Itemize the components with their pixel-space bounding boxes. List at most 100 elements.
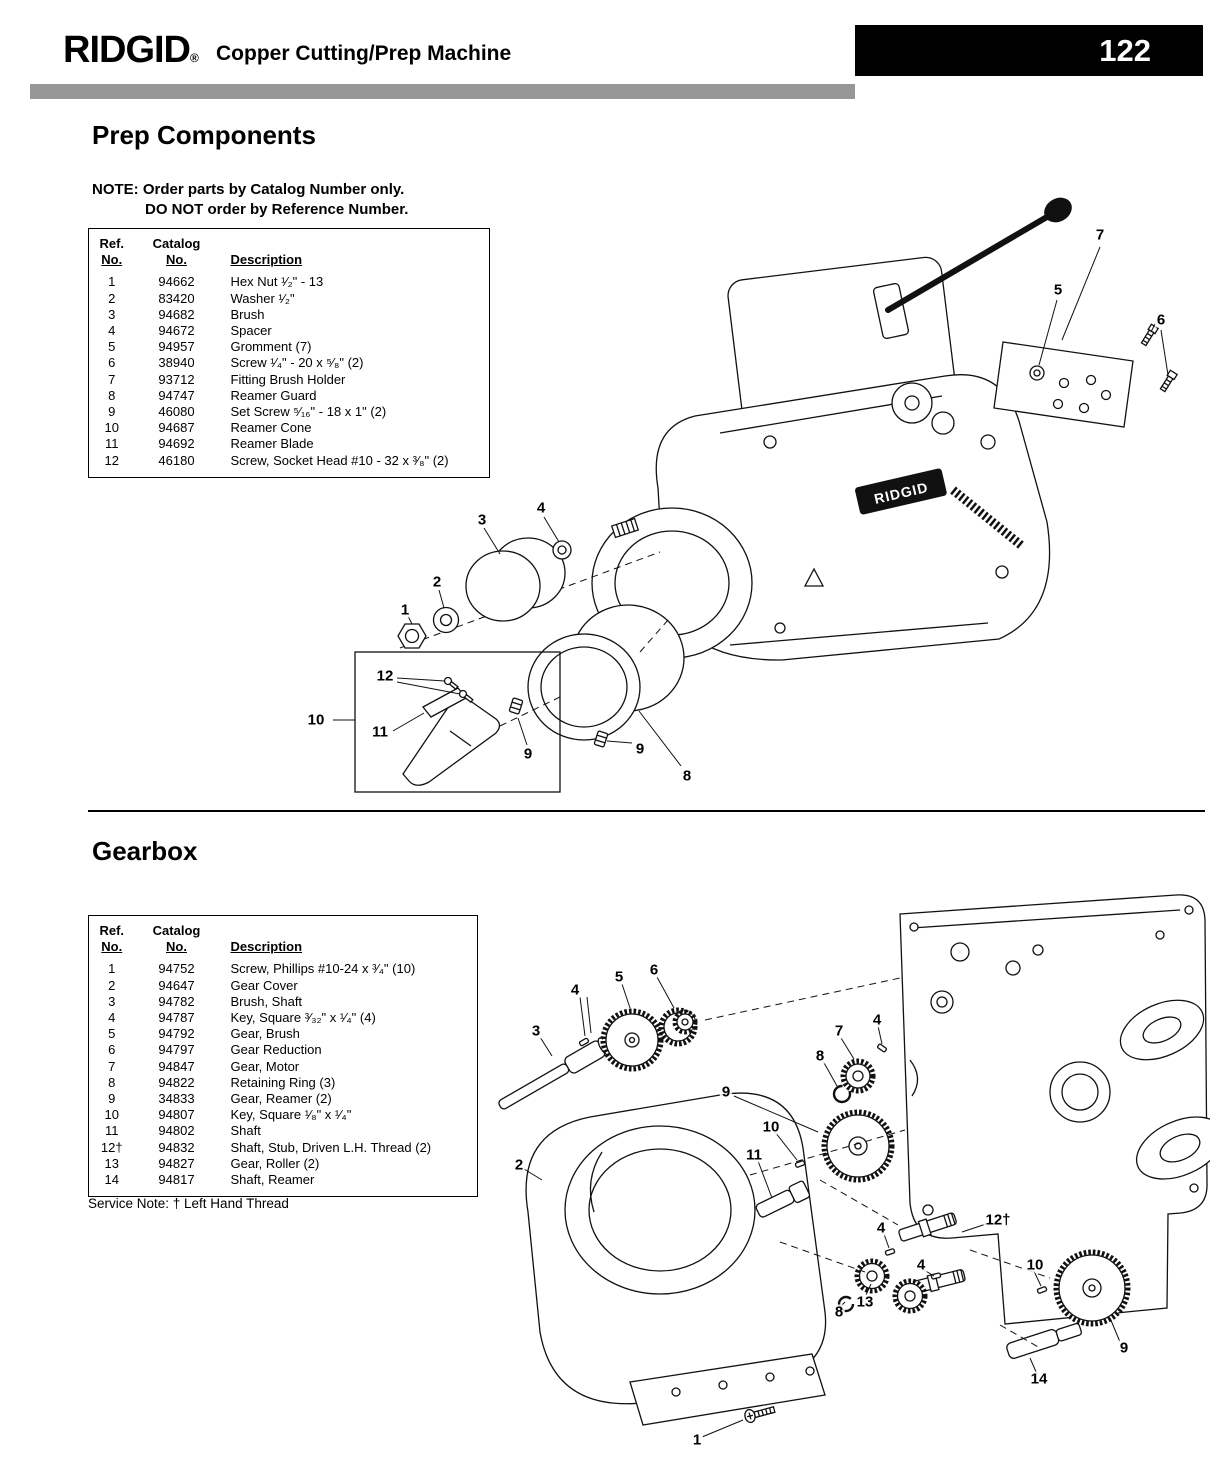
cell-ref: 10 [104, 420, 119, 436]
ridgid-logo: RIDGID® [63, 28, 199, 80]
cell-catalog: 94787 [158, 1010, 195, 1026]
callout-9: 9 [1117, 1339, 1131, 1357]
cell-catalog: 94957 [158, 339, 195, 355]
cell-desc: Brush [230, 306, 265, 322]
cell-desc: Spacer [230, 323, 272, 339]
cell-ref: 2 [108, 290, 116, 306]
ridgid-logo-text: RIDGID [63, 29, 191, 71]
table-row: 6 38940 Screw ¹⁄₄" - 20 x ⁵⁄₈" (2) [89, 355, 490, 371]
callout-3: 3 [529, 1022, 543, 1040]
callout-14: 14 [1028, 1370, 1050, 1388]
cell-desc: Brush, Shaft [230, 993, 303, 1009]
square-key [876, 1042, 888, 1054]
cell-ref: 7 [108, 371, 116, 387]
callout-8: 8 [813, 1047, 827, 1065]
cell-ref: 11 [105, 1123, 119, 1139]
cell-catalog: 94647 [158, 977, 195, 993]
roller [1119, 999, 1205, 1061]
callout-12t: 12† [983, 1211, 1013, 1229]
cell-desc: Gear Cover [230, 977, 298, 993]
cell-ref: 6 [108, 355, 116, 371]
page-number-box: 122 [855, 25, 1203, 76]
cell-desc: Gear, Roller (2) [230, 1155, 320, 1171]
callout-10: 10 [760, 1118, 782, 1136]
cell-catalog: 46180 [158, 452, 195, 468]
cell-desc: Retaining Ring (3) [230, 1074, 336, 1090]
cell-ref: 2 [108, 977, 116, 993]
cell-desc: Washer ¹⁄₂" [230, 290, 295, 306]
gearbox-table-header: Ref. Catalog No. No. Description [89, 916, 478, 959]
cell-catalog: 38940 [158, 355, 195, 371]
header-catalog-bottom: No. [166, 939, 187, 955]
callout-5: 5 [612, 968, 626, 986]
cell-catalog: 94752 [158, 961, 195, 977]
table-row: 12 46180 Screw, Socket Head #10 - 32 x ³⁄₈… [89, 453, 490, 478]
callout-4: 4 [534, 499, 548, 517]
table-row: 2 94647 Gear Cover [89, 978, 478, 994]
set-screw [508, 697, 524, 715]
cell-ref: 7 [108, 1058, 116, 1074]
cell-catalog: 94662 [158, 274, 195, 290]
cell-desc: Shaft [230, 1123, 261, 1139]
cell-ref: 13 [104, 1155, 119, 1171]
cell-ref: 1 [108, 961, 116, 977]
cell-desc: Gromment (7) [230, 339, 312, 355]
cell-catalog: 94792 [158, 1026, 195, 1042]
callout-5: 5 [1051, 281, 1065, 299]
cell-desc: Set Screw ⁵⁄₁₆" - 18 x 1" (2) [230, 404, 387, 420]
gear-reamer [821, 1109, 895, 1183]
table-row: 1 94752 Screw, Phillips #10-24 x ³⁄₄" (10) [89, 958, 478, 977]
socket-screw [443, 676, 459, 690]
gear-roller [854, 1258, 890, 1294]
callout-7: 7 [832, 1022, 846, 1040]
cell-ref: 8 [108, 1074, 116, 1090]
callout-4: 4 [914, 1256, 928, 1274]
cell-desc: Screw ¹⁄₄" - 20 x ⁵⁄₈" (2) [230, 355, 364, 371]
callout-9: 9 [521, 745, 535, 763]
gearbox-table-body: 1 94752 Screw, Phillips #10-24 x ³⁄₄" (10)… [89, 958, 478, 1196]
cell-catalog: 94822 [158, 1074, 195, 1090]
square-key [884, 1247, 896, 1257]
reamer-shaft [1006, 1322, 1083, 1359]
cell-ref: 4 [108, 323, 116, 339]
header-desc-spacer [219, 916, 478, 940]
cell-desc: Reamer Cone [230, 420, 312, 436]
cell-desc: Gear Reduction [230, 1042, 322, 1058]
cell-ref: 9 [108, 1091, 116, 1107]
cell-desc: Screw, Phillips #10-24 x ³⁄₄" (10) [230, 961, 416, 977]
cell-desc: Screw, Socket Head #10 - 32 x ³⁄₈" (2) [230, 452, 449, 468]
gearbox-diagram-art [498, 894, 1225, 1438]
callout-2: 2 [430, 573, 444, 591]
callout-10: 10 [1024, 1256, 1046, 1274]
cell-ref: 1 [108, 274, 116, 290]
callout-9: 9 [719, 1083, 733, 1101]
cell-desc: Key, Square ³⁄₃₂" x ¹⁄₄" (4) [230, 1010, 376, 1026]
cell-catalog: 94832 [158, 1139, 195, 1155]
gearbox-exploded-diagram: 4 5 6 3 7 4 8 9 10 11 2 4 12† 4 10 13 8 … [480, 880, 1225, 1465]
header-ref-bottom: No. [101, 252, 123, 268]
callout-1: 1 [398, 601, 412, 619]
gear-roller [892, 1278, 928, 1314]
gear-reduction [658, 1007, 698, 1047]
order-note-line1: NOTE: Order parts by Catalog Number only… [92, 181, 405, 198]
cell-ref: 9 [108, 404, 116, 420]
table-row: 8 94822 Retaining Ring (3) [89, 1075, 478, 1091]
cell-ref: 5 [108, 1026, 116, 1042]
cell-ref: 12 [104, 452, 119, 468]
